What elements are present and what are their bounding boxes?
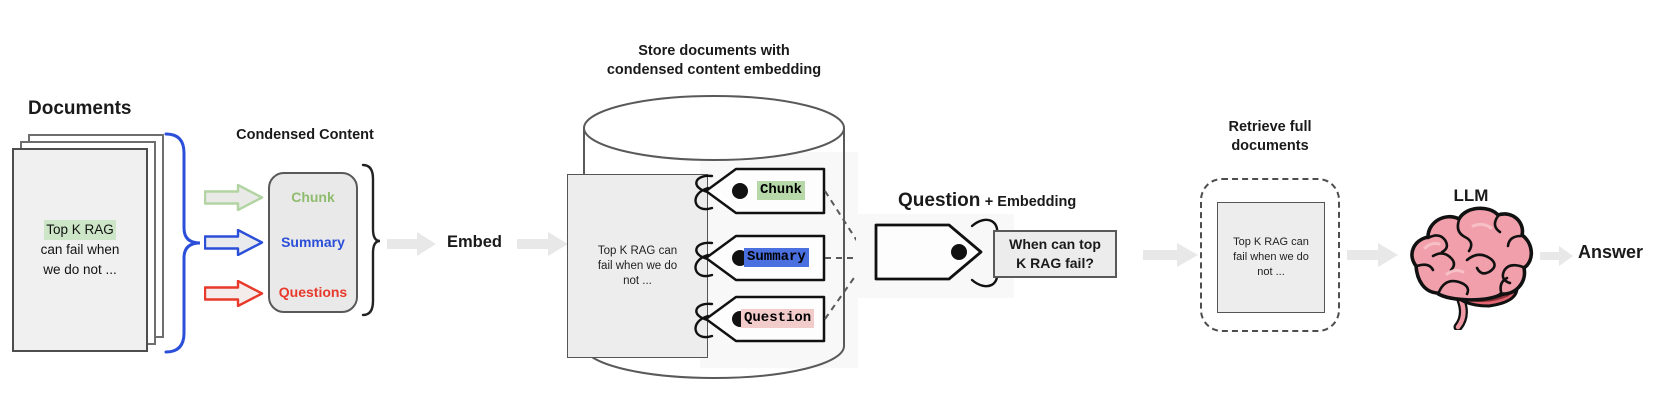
condensed-item-summary: Summary bbox=[281, 234, 345, 250]
summary-tag-label: Summary bbox=[744, 248, 809, 267]
tag-strings-icon bbox=[694, 174, 714, 339]
retrieved-doc-line: fail when we do bbox=[1233, 251, 1309, 263]
chunk-tag-label: Chunk bbox=[757, 181, 806, 200]
retrieved-doc-line: Top K RAG can bbox=[1233, 236, 1309, 248]
condensed-item-questions: Questions bbox=[278, 284, 348, 300]
condensed-item-chunk: Chunk bbox=[291, 189, 335, 205]
doc-line: can fail when bbox=[40, 242, 120, 257]
flow-arrow-icon bbox=[1347, 243, 1398, 267]
store-title-line2: condensed content embedding bbox=[606, 62, 822, 78]
doc-highlight: Top K RAG bbox=[44, 220, 116, 240]
flow-arrow-blue-icon bbox=[204, 229, 264, 256]
flow-arrow-icon bbox=[1540, 246, 1573, 266]
database-cylinder-icon bbox=[583, 95, 845, 379]
llm-label: LLM bbox=[1453, 186, 1489, 205]
document-page: Top K RAG can fail when we do not ... bbox=[12, 148, 148, 352]
stored-document: Top K RAG can fail when we do not ... bbox=[567, 174, 708, 358]
flow-arrow-icon bbox=[387, 232, 436, 256]
condensed-content-title: Condensed Content bbox=[236, 127, 374, 143]
blue-curly-brace-icon bbox=[164, 132, 201, 354]
flow-arrow-icon bbox=[1143, 243, 1198, 267]
store-title: Store documents with condensed content e… bbox=[589, 42, 839, 80]
query-tag-icon bbox=[874, 223, 983, 281]
document-page-text: Top K RAG can fail when we do not ... bbox=[14, 150, 146, 350]
documents-title: Documents bbox=[28, 98, 132, 119]
question-tag-label: Question bbox=[741, 309, 815, 328]
retrieve-title-line1: Retrieve full bbox=[1228, 119, 1312, 135]
query-title-suffix: + Embedding bbox=[984, 194, 1077, 210]
brain-icon bbox=[1410, 206, 1534, 330]
query-title-main: Question bbox=[898, 190, 981, 211]
answer-label: Answer bbox=[1578, 242, 1644, 262]
black-curly-brace-icon bbox=[361, 163, 381, 317]
store-title-line1: Store documents with bbox=[638, 43, 790, 59]
flow-arrow-icon bbox=[517, 232, 568, 256]
retrieve-title: Retrieve full documents bbox=[1195, 118, 1345, 156]
stored-doc-line: fail when we do bbox=[597, 259, 678, 272]
question-box-line1: When can top bbox=[1009, 236, 1101, 252]
retrieved-doc-line: not ... bbox=[1257, 266, 1285, 278]
flow-arrow-red-icon bbox=[204, 280, 264, 307]
query-title: Question + Embedding bbox=[898, 190, 1076, 212]
stored-doc-line: not ... bbox=[623, 274, 652, 287]
embed-label: Embed bbox=[447, 233, 503, 251]
question-box: When can top K RAG fail? bbox=[993, 230, 1117, 278]
doc-line: we do not ... bbox=[43, 262, 117, 277]
question-box-line2: K RAG fail? bbox=[1016, 255, 1094, 271]
flow-arrow-green-icon bbox=[204, 184, 264, 211]
stored-doc-line: Top K RAG can bbox=[597, 244, 678, 257]
condensed-content-box bbox=[268, 172, 358, 313]
retrieved-document: Top K RAG can fail when we do not ... bbox=[1217, 202, 1325, 313]
retrieve-title-line2: documents bbox=[1231, 138, 1309, 154]
retrieve-dashed-box bbox=[1200, 178, 1340, 332]
